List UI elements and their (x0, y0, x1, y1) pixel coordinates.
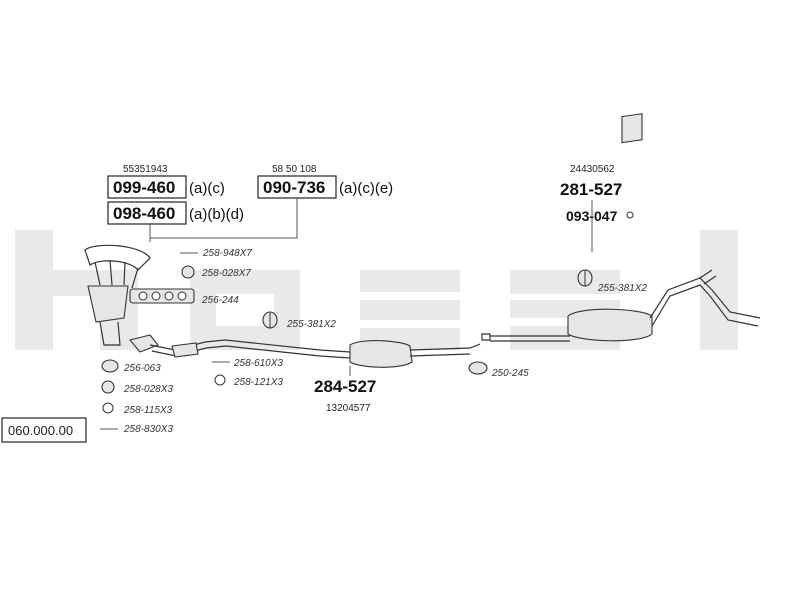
nut-icon (181, 265, 195, 279)
middle-ref: 13204577 (326, 403, 371, 414)
cat1-code: 099-460 (113, 178, 175, 197)
hw-c-label: 256-244 (201, 295, 239, 306)
hw-b-label: 258-028X7 (201, 268, 251, 279)
hw-k-label: 250-245 (491, 368, 529, 379)
rear-bracket-part (621, 113, 643, 219)
rear-hanger-part (577, 269, 593, 287)
cat1-code-box (107, 175, 187, 199)
hw-j-label: 258-830X3 (123, 424, 173, 435)
washer-icon (102, 402, 114, 414)
washer-icon-2 (214, 374, 226, 386)
front-suffix: (a)(c)(e) (339, 180, 393, 197)
manifold-drawing (84, 244, 151, 346)
hw-g-label: 258-121X3 (233, 377, 283, 388)
front-leader-line (150, 198, 298, 239)
rear-ref: 24430562 (570, 164, 615, 175)
middle-muffler-drawing (349, 340, 481, 368)
clamp-icon (468, 361, 488, 375)
hw-l-label: 255-381X2 (597, 283, 647, 294)
hw-a-label: 258-948X7 (202, 248, 252, 259)
gasket-ring-icon (101, 359, 119, 373)
rear-code: 281-527 (560, 180, 622, 199)
hw-e-label: 256-063 (123, 363, 161, 374)
cat1-suffix: (a)(c) (189, 180, 225, 197)
diagram-number: 060.000.00 (8, 423, 73, 438)
rear-muffler-drawing (481, 269, 761, 342)
cat1-ref: 55351943 (123, 164, 168, 175)
cat2-code-box (107, 201, 187, 225)
hw-i-label: 258-115X3 (123, 405, 173, 416)
nut-icon-2 (101, 380, 115, 394)
cat2-suffix: (a)(b)(d) (189, 206, 244, 223)
hw-f-label: 258-610X3 (233, 358, 283, 369)
hw-d-label: 255-381X2 (286, 319, 336, 330)
cat2-code: 098-460 (113, 204, 175, 223)
diagram-number-box (1, 417, 87, 443)
front-ref: 58 50 108 (272, 164, 317, 175)
hw-h-label: 258-028X3 (123, 384, 173, 395)
gasket-part (129, 288, 195, 304)
hanger-part (262, 311, 278, 329)
middle-code: 284-527 (314, 377, 376, 396)
front-code: 090-736 (263, 178, 325, 197)
front-pipe-drawing (129, 334, 351, 359)
